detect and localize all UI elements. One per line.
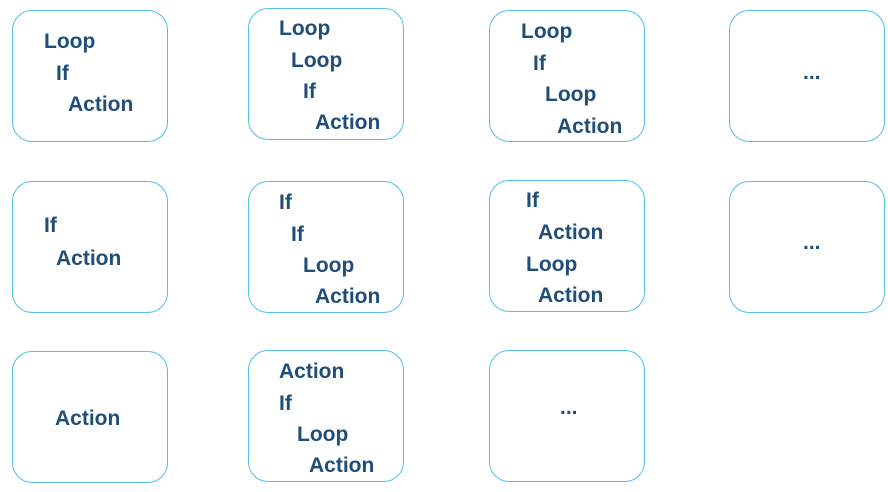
card-ellipsis: ... — [803, 61, 821, 84]
card-line-loop: Loop — [44, 30, 96, 53]
card-line-loop: Loop — [526, 253, 578, 276]
card-line-if: If — [526, 189, 539, 212]
pattern-card-if-action-loop-action: If Action Loop Action — [489, 180, 645, 312]
card-line-if: If — [291, 223, 304, 246]
pattern-card-ellipsis: ... — [729, 10, 885, 142]
card-line-if: If — [303, 80, 316, 103]
card-line-loop: Loop — [297, 423, 349, 446]
card-line-action: Action — [309, 454, 375, 477]
card-line-if: If — [279, 191, 292, 214]
card-line-action: Action — [315, 111, 381, 134]
pattern-card-ellipsis: ... — [489, 350, 645, 482]
card-line-action: Action — [315, 285, 381, 308]
card-line-if: If — [56, 62, 69, 85]
pattern-card-loop-if-loop-action: Loop If Loop Action — [489, 10, 645, 142]
pattern-card-loop-if-action: Loop If Action — [12, 10, 168, 142]
card-line-action: Action — [538, 221, 604, 244]
card-line-loop: Loop — [303, 254, 355, 277]
card-line-if: If — [44, 214, 57, 237]
pattern-card-action: Action — [12, 351, 168, 483]
card-ellipsis: ... — [803, 231, 821, 254]
card-line-loop: Loop — [545, 83, 597, 106]
card-line-action: Action — [279, 360, 345, 383]
card-line-action: Action — [557, 115, 623, 138]
card-line-if: If — [279, 392, 292, 415]
pattern-card-ellipsis: ... — [729, 181, 885, 313]
pattern-card-if-action: If Action — [12, 181, 168, 313]
card-line-action: Action — [538, 284, 604, 307]
card-line-loop: Loop — [279, 17, 331, 40]
pattern-card-loop-loop-if-action: Loop Loop If Action — [248, 8, 404, 140]
card-line-loop: Loop — [521, 20, 573, 43]
card-line-if: If — [533, 52, 546, 75]
card-line-action: Action — [55, 407, 121, 430]
card-line-action: Action — [56, 247, 122, 270]
pattern-card-if-if-loop-action: If If Loop Action — [248, 181, 404, 313]
pattern-card-action-if-loop-action: Action If Loop Action — [248, 350, 404, 482]
card-line-action: Action — [68, 93, 134, 116]
card-line-loop: Loop — [291, 49, 343, 72]
card-ellipsis: ... — [560, 396, 578, 419]
